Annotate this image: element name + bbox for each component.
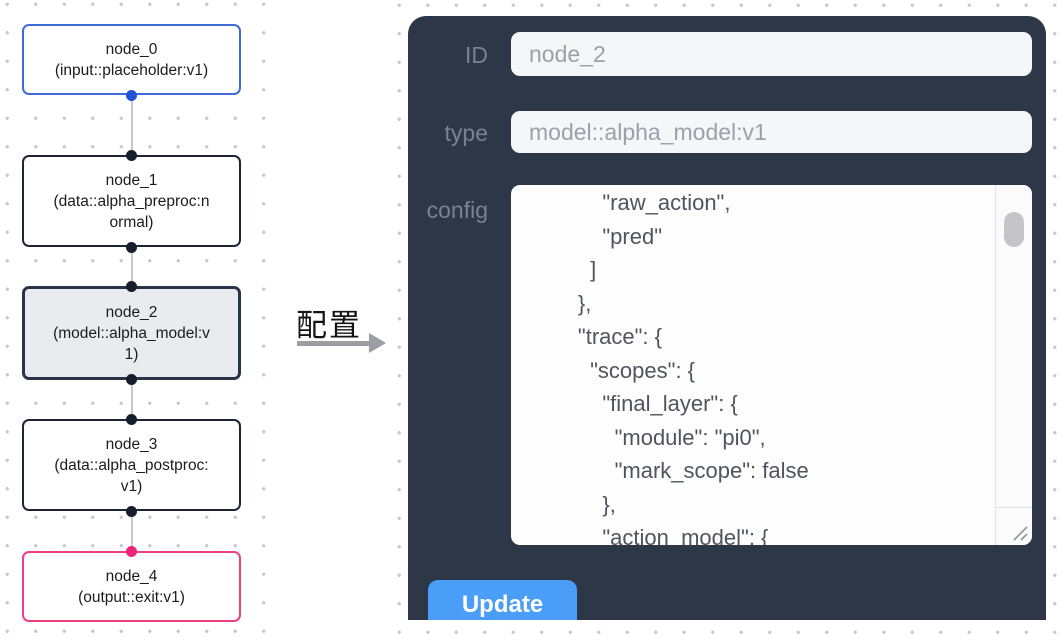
- id-field-label: ID: [465, 42, 488, 68]
- id-input[interactable]: [511, 32, 1032, 76]
- node-config-panel: ID type config "raw_action", "pred" ] },…: [408, 16, 1046, 620]
- config-editor[interactable]: "raw_action", "pred" ] }, "trace": { "sc…: [511, 185, 1032, 545]
- flow-node-node_0[interactable]: node_0 (input::placeholder:v1): [22, 24, 241, 95]
- node-type-label: (output::exit:v1): [78, 588, 185, 606]
- config-field-label: config: [426, 197, 488, 223]
- scrollbar-thumb[interactable]: [1004, 212, 1024, 247]
- target-port-node_3[interactable]: [126, 414, 137, 425]
- config-scrollbar[interactable]: [995, 185, 1032, 545]
- node-title: node_1: [105, 171, 158, 189]
- node-title: node_2: [105, 303, 158, 321]
- source-port-node_3[interactable]: [126, 506, 137, 517]
- node-type-label: (model::alpha_model:v1): [53, 324, 210, 363]
- target-port-node_4[interactable]: [126, 546, 137, 557]
- node-type-label: (data::alpha_postproc:v1): [54, 456, 209, 495]
- target-port-node_2[interactable]: [126, 281, 137, 292]
- resize-handle-icon[interactable]: [1011, 524, 1029, 542]
- edge-node2-node3: [131, 380, 133, 419]
- type-input[interactable]: [511, 111, 1032, 153]
- node-title: node_4: [105, 567, 158, 585]
- config-annotation-label: 配置: [296, 308, 362, 343]
- source-port-node_1[interactable]: [126, 242, 137, 253]
- config-json-text[interactable]: "raw_action", "pred" ] }, "trace": { "sc…: [577, 190, 809, 545]
- flow-canvas: node_0 (input::placeholder:v1) node_1 (d…: [0, 0, 272, 643]
- edge-node1-node2: [131, 247, 133, 286]
- node-title: node_3: [105, 435, 158, 453]
- source-port-node_0[interactable]: [126, 90, 137, 101]
- update-button[interactable]: Update: [428, 580, 577, 620]
- target-port-node_1[interactable]: [126, 150, 137, 161]
- source-port-node_2[interactable]: [126, 374, 137, 385]
- type-field-label: type: [444, 120, 488, 146]
- flow-node-node_4[interactable]: node_4 (output::exit:v1): [22, 551, 241, 622]
- right-arrow-head: [369, 333, 386, 353]
- right-arrow-line: [297, 341, 369, 346]
- scrollbar-corner: [995, 507, 1032, 545]
- node-title: node_0: [105, 40, 158, 58]
- flow-node-node_3[interactable]: node_3 (data::alpha_postproc:v1): [22, 419, 241, 511]
- edge-node3-node4: [131, 511, 133, 551]
- flow-node-node_2-selected[interactable]: node_2 (model::alpha_model:v1): [22, 286, 241, 380]
- edge-node0-node1: [131, 95, 133, 155]
- node-type-label: (input::placeholder:v1): [54, 61, 209, 79]
- node-type-label: (data::alpha_preproc:normal): [53, 192, 210, 231]
- flow-node-node_1[interactable]: node_1 (data::alpha_preproc:normal): [22, 155, 241, 247]
